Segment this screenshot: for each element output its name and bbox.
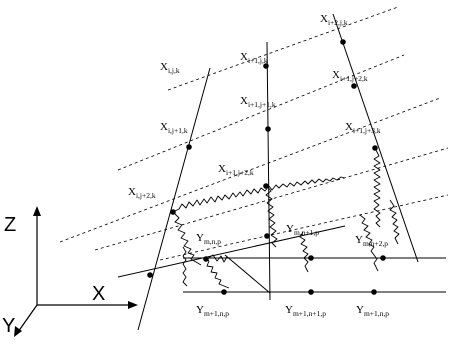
column-line-left	[137, 67, 211, 331]
y-axis-line	[17, 304, 38, 333]
coordinate-axes	[17, 212, 132, 333]
node-x-i1-j-k	[263, 63, 269, 69]
dashed-line-5	[159, 194, 449, 261]
node-y-m1-n-p	[221, 289, 227, 295]
grid-labels: Xi,j,k Xi+1,j,k Xi+2,j,k Xi,j+1,k Xi+1,j…	[128, 13, 389, 318]
label-y-m1-n-p-right: Ym+1,n,p	[356, 304, 389, 318]
label-x-i1-j1-k: Xi+1,j+1,k	[240, 95, 276, 109]
grid-column-lines	[137, 13, 419, 331]
spring-right-drop-2	[359, 214, 379, 272]
y-axis-label: Y	[2, 315, 15, 337]
z-axis-label: Z	[4, 214, 16, 236]
label-x-i1-j2-k: Xi+1,j+2,k	[332, 69, 368, 83]
label-x-i1-j-k: Xi+1,j,k	[240, 51, 268, 65]
coupling-springs	[172, 149, 400, 289]
dashed-grid-lines	[59, 6, 449, 261]
label-x-i1-j2-k-lower: Xi+1,j+2,k	[218, 163, 254, 177]
spring-right-drop-3	[389, 199, 400, 245]
x-axis-arrow-icon	[128, 301, 138, 309]
node-y-m1-n-p-right	[371, 289, 377, 295]
lower-solid-line-1	[117, 225, 346, 278]
node-x-i1-j3-k	[372, 145, 378, 151]
node-x-i-j1-k	[186, 144, 192, 150]
node-x-i1-j2-k-upper	[351, 83, 357, 89]
label-x-i1-j3-k: Xi+1,j+3,k	[345, 121, 381, 135]
node-x-i-j2-k	[170, 209, 176, 215]
label-y-m1-n1-p: Ym+1,n+1,p	[285, 304, 326, 318]
node-y-m-n1-p	[308, 255, 314, 261]
label-x-i2-j-k: Xi+2,j,k	[320, 13, 348, 27]
spring-left-lower	[206, 254, 228, 263]
spring-left-drop-2	[203, 257, 230, 289]
dashed-line-4	[94, 147, 449, 251]
z-axis-arrow-icon	[33, 206, 41, 216]
y-axis-arrow-icon	[14, 326, 22, 337]
label-y-m-n2-p: Ym,n+2,p	[355, 234, 388, 248]
node-y-m-n-p	[203, 256, 209, 262]
lower-solid-line-2	[224, 254, 271, 294]
grid-nodes	[147, 39, 386, 295]
node-y-m1-n1-p	[308, 289, 314, 295]
spring-middle-right	[299, 231, 309, 273]
node-y-m-n2-p	[380, 255, 386, 261]
label-y-m-n-p: Ym,n,p	[196, 232, 221, 246]
spring-middle-drop	[265, 185, 278, 248]
spring-left-bottom	[182, 246, 188, 287]
node-x-i2-j-k	[340, 39, 346, 45]
label-y-m-n1-p: Ym,n+1,p	[286, 223, 319, 237]
spring-main-diagonal	[172, 176, 346, 213]
node-x-i1-j2-k	[263, 183, 269, 189]
column-line-middle	[266, 41, 271, 301]
dashed-line-1	[167, 6, 399, 91]
label-y-m1-n-p: Ym+1,n,p	[196, 304, 229, 318]
node-left-lower	[147, 272, 153, 278]
label-x-i-j-k: Xi,j,k	[160, 61, 180, 75]
spring-left-drop-1	[172, 211, 202, 266]
axis-arrowheads	[14, 206, 138, 337]
node-mid-lower	[264, 233, 270, 239]
label-x-i-j1-k: Xi,j+1,k	[160, 121, 188, 135]
label-x-i-j2-k: Xi,j+2,k	[128, 186, 156, 200]
spring-right-drop-1	[373, 149, 381, 228]
dashed-line-3	[59, 97, 441, 243]
node-x-i1-j1-k	[265, 126, 271, 132]
column-line-right	[332, 13, 419, 263]
x-axis-label: X	[92, 283, 105, 305]
